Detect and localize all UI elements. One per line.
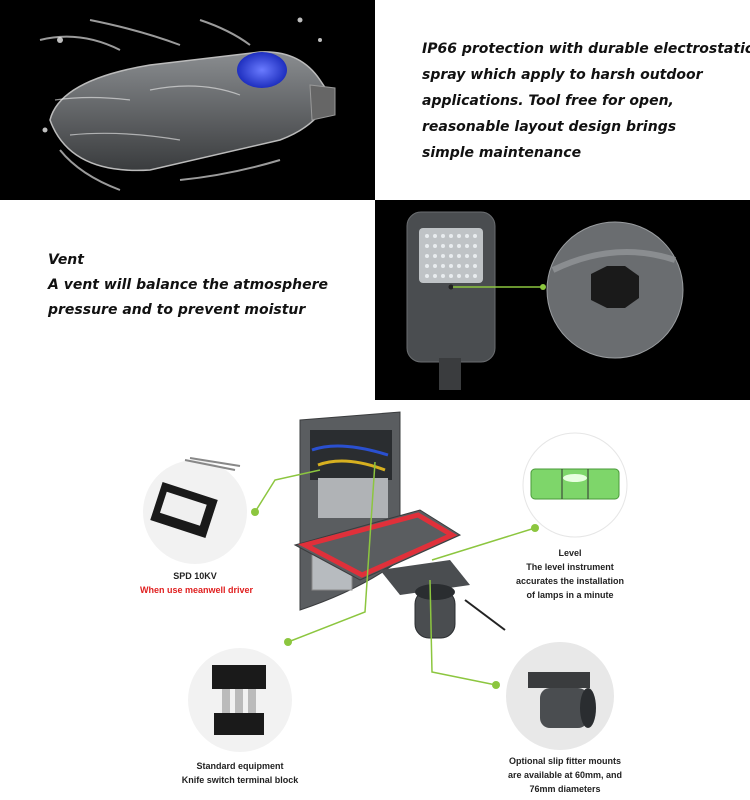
vent-description: Vent A vent will balance the atmosphere …	[48, 248, 328, 323]
waterproof-line-3: applications. Tool free for open,	[422, 93, 674, 109]
waterproof-description: IP66 protection with durable electrostat…	[422, 36, 750, 166]
level-caption: Level The level instrument accurates the…	[500, 546, 640, 602]
spirit-level	[530, 468, 620, 500]
spd-callout-line	[254, 469, 321, 513]
level-caption-line-3: of lamps in a minute	[526, 590, 614, 600]
slip-caption-line-2: are available at 60mm, and	[507, 770, 623, 780]
terminal-caption-line-1: Standard equipment	[196, 761, 284, 771]
terminal-caption-line-2: Knife switch terminal block	[181, 775, 299, 785]
waterproof-line-4: reasonable layout design brings	[422, 119, 677, 135]
level-caption-line-1: The level instrument	[526, 562, 614, 572]
slip-fitter-tube	[540, 688, 588, 728]
spd-caption-title: SPD 10KV	[173, 571, 217, 581]
slip-fitter-bracket	[528, 672, 590, 688]
terminal-caption: Standard equipment Knife switch terminal…	[170, 759, 310, 787]
waterproof-line-5: simple maintenance	[422, 145, 582, 161]
cable	[464, 599, 506, 631]
vent-line-2: pressure and to prevent moistur	[48, 302, 306, 318]
vent-point	[448, 284, 454, 290]
slip-callout-line	[429, 579, 497, 686]
spd-caption: SPD 10KV When use meanwell driver	[140, 569, 254, 597]
sealing-gasket	[298, 512, 458, 578]
level-caption-title: Level	[558, 548, 582, 558]
level-callout-line	[431, 527, 536, 561]
vent-detail-illustration	[406, 211, 684, 390]
waterproof-line-2: spray which apply to harsh outdoor	[422, 67, 703, 83]
waterproof-line-1: IP66 protection with durable electrostat…	[422, 41, 750, 57]
vent-plug	[591, 266, 639, 308]
waterproof-photo	[0, 0, 375, 200]
terminal-block	[212, 665, 266, 689]
vent-heading: Vent	[48, 252, 84, 268]
driver-compartment	[310, 430, 392, 480]
terminal-callout-line	[287, 461, 376, 643]
water-drop	[237, 52, 287, 88]
vent-line-1: A vent will balance the atmosphere	[48, 277, 329, 293]
vent-photo	[375, 200, 750, 400]
blue-wire	[311, 444, 389, 457]
level-caption-line-2: accurates the installation	[515, 576, 625, 586]
yellow-wire	[317, 459, 386, 472]
slip-fitter-caption: Optional slip fitter mounts are availabl…	[490, 754, 640, 796]
spd-caption-note: When use meanwell driver	[140, 585, 254, 595]
slip-caption-line-3: 76mm diameters	[529, 784, 601, 794]
power-driver	[318, 478, 388, 518]
slip-caption-line-1: Optional slip fitter mounts	[509, 756, 621, 766]
splash-luminaire-illustration	[39, 17, 336, 191]
